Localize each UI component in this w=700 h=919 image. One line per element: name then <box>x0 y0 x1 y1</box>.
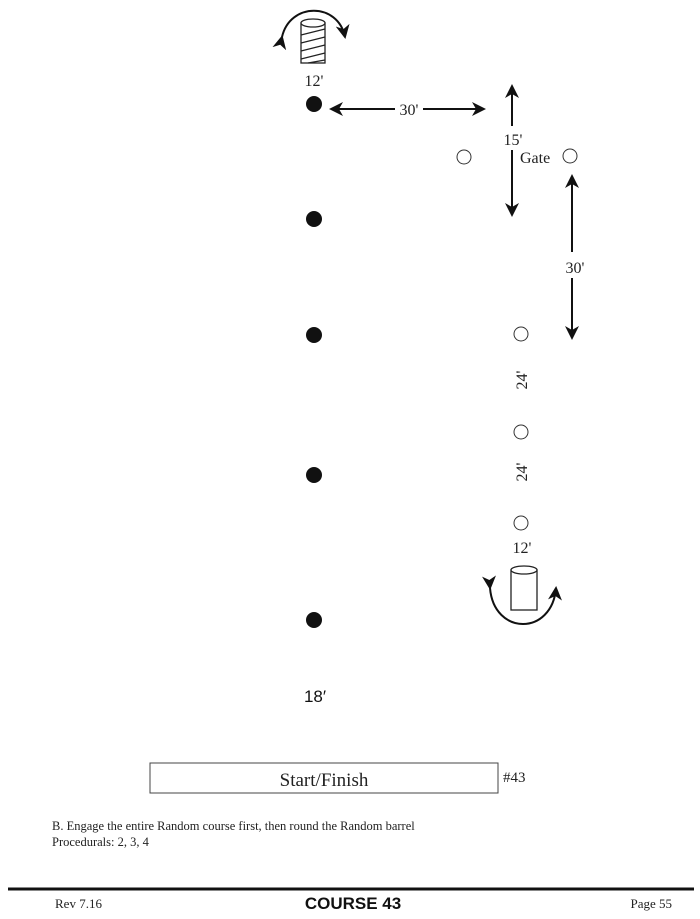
distance-label: 12' <box>513 540 532 557</box>
distance-label: 30' <box>566 260 585 277</box>
open-marker <box>456 149 472 165</box>
distance-label: 30' <box>400 102 419 119</box>
filled-marker <box>306 327 322 343</box>
gate-label: Gate <box>520 150 550 167</box>
rotation-arrow-icon <box>482 575 562 625</box>
procedurals-text: Procedurals: 2, 3, 4 <box>52 835 150 849</box>
open-marker <box>513 424 529 440</box>
filled-marker <box>306 467 322 483</box>
distance-label: 18′ <box>304 687 326 706</box>
distance-label: 15' <box>504 132 523 149</box>
distance-label: 24' <box>514 462 531 481</box>
course-number: #43 <box>503 770 526 786</box>
start-finish-box <box>149 762 499 794</box>
distance-label: 12' <box>305 73 324 90</box>
distance-label: 24' <box>514 370 531 389</box>
start-finish-label: Start/Finish <box>280 770 369 791</box>
filled-marker <box>306 96 322 112</box>
filled-cone-markers <box>306 96 322 628</box>
open-marker <box>513 326 529 342</box>
instruction-text: B. Engage the entire Random course first… <box>52 819 415 833</box>
striped-barrel-icon <box>300 18 326 64</box>
open-marker <box>513 515 529 531</box>
revision-label: Rev 7.16 <box>55 896 102 911</box>
page-number: Page 55 <box>630 896 672 911</box>
filled-marker <box>306 612 322 628</box>
open-marker <box>562 148 578 164</box>
rotation-arrow-icon <box>272 9 350 51</box>
filled-marker <box>306 211 322 227</box>
course-title: COURSE 43 <box>305 894 401 913</box>
barrel-icon <box>510 565 538 611</box>
